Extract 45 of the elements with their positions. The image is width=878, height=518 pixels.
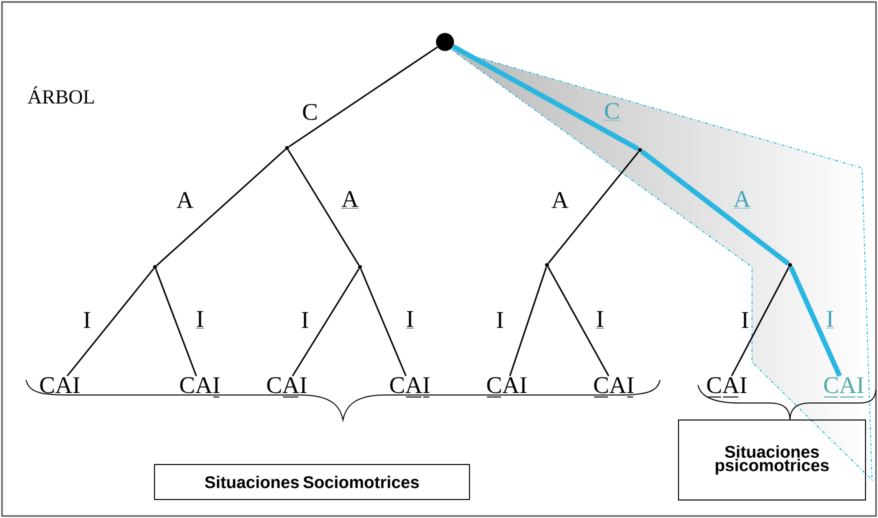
edge-label: I xyxy=(826,311,834,328)
label-box: Situaciones Sociomotrices xyxy=(154,464,470,500)
branch-line xyxy=(288,149,360,266)
branch-line xyxy=(640,149,790,266)
edge-label: I xyxy=(596,311,604,328)
root-dot xyxy=(436,33,454,51)
leaf-label: CAI xyxy=(180,377,220,398)
leaf-label: CAI xyxy=(594,377,634,398)
leaf-label: CAI xyxy=(824,377,864,398)
branch-line xyxy=(509,266,548,376)
edge-label: I xyxy=(302,312,308,328)
branch-point xyxy=(153,265,157,269)
leaf-label: CAI xyxy=(390,377,430,398)
edge-label: A xyxy=(176,192,194,208)
title: ÁRBOL xyxy=(28,86,94,104)
edge-label: C xyxy=(604,102,620,121)
branch-line xyxy=(288,46,438,148)
branch-line xyxy=(452,44,640,152)
edge-label: I xyxy=(406,311,414,328)
edge-label: I xyxy=(196,311,204,328)
edge-label: I xyxy=(84,312,90,328)
branch-line xyxy=(547,266,610,376)
leaf-label: CAI xyxy=(40,377,80,394)
branch-line xyxy=(66,268,154,376)
branch-line xyxy=(730,266,790,376)
leaf-label: CAI xyxy=(267,377,307,398)
branch-point xyxy=(638,148,642,152)
edge-label: I xyxy=(742,312,748,328)
edge-label: A xyxy=(733,191,751,208)
label-box: Situaciones psicomotrices xyxy=(678,420,866,500)
branch-point xyxy=(788,263,792,267)
branch-point xyxy=(358,265,362,269)
leaf-label: CAI xyxy=(486,377,527,398)
branch-line xyxy=(292,268,360,376)
branch-line xyxy=(548,151,640,264)
branch-line xyxy=(156,148,286,266)
branch-line xyxy=(360,268,407,376)
edge-label: I xyxy=(496,312,504,328)
branch-point xyxy=(545,263,549,267)
edge-label: A xyxy=(552,192,568,208)
edge-label: C xyxy=(303,104,317,120)
branch-line xyxy=(155,268,197,376)
leaf-label: CAI xyxy=(706,377,747,398)
edge-label: A xyxy=(341,191,359,208)
branch-point xyxy=(285,146,289,150)
